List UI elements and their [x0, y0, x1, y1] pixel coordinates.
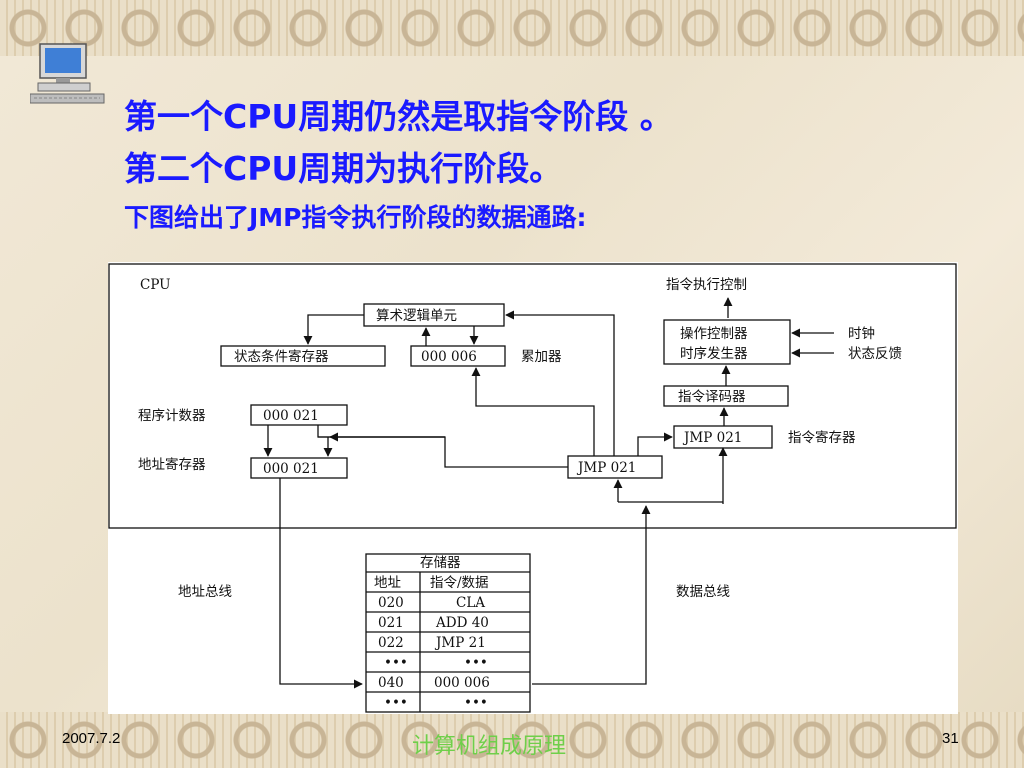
- exec-control-label: 指令执行控制: [666, 277, 747, 293]
- decorative-border-bottom: [0, 712, 1024, 768]
- status-register-label: 状态条件寄存器: [234, 348, 329, 365]
- clock-label: 时钟: [848, 325, 875, 342]
- status-feedback-label: 状态反馈: [848, 346, 902, 362]
- accumulator-label: 累加器: [521, 349, 562, 365]
- memory-cell: 022: [378, 635, 404, 651]
- memory-cell: CLA: [456, 595, 485, 611]
- instruction-register-label: 指令寄存器: [788, 429, 856, 446]
- title-line-3: 下图给出了JMP指令执行阶段的数据通路:: [124, 203, 587, 232]
- ar-label: 地址寄存器: [138, 456, 206, 473]
- address-bus-label: 地址总线: [178, 584, 232, 600]
- cpu-label: CPU: [140, 277, 171, 293]
- memory-cell: •••: [464, 695, 488, 711]
- decoder-label: 指令译码器: [678, 389, 746, 405]
- cpu-frame: [108, 263, 957, 529]
- ar-box: [250, 457, 348, 479]
- data-register-value: JMP 021: [576, 460, 636, 476]
- data-bus-label: 数据总线: [676, 584, 730, 600]
- footer-title: 计算机组成原理: [412, 734, 567, 759]
- memory-cell: ADD 40: [435, 615, 489, 631]
- memory-title: 存储器: [420, 555, 461, 571]
- memory-cell: 000 006: [434, 675, 490, 691]
- memory-cell: •••: [384, 655, 408, 671]
- pc-value: 000 021: [263, 408, 319, 424]
- pc-box: [250, 404, 348, 426]
- title-line-1: 第一个CPU周期仍然是取指令阶段 。: [124, 97, 673, 136]
- memory-cell: •••: [464, 655, 488, 671]
- decorative-border-top: [0, 0, 1024, 56]
- ar-value: 000 021: [263, 461, 319, 477]
- control-unit-box: [663, 319, 791, 365]
- memory-header-address: 地址: [374, 575, 401, 591]
- pc-label: 程序计数器: [138, 408, 206, 424]
- control-unit-line1: 操作控制器: [680, 326, 748, 342]
- instruction-register-value: JMP 021: [682, 430, 742, 446]
- memory-header-data: 指令/数据: [430, 575, 489, 591]
- memory-cell: •••: [384, 695, 408, 711]
- control-unit-line2: 时序发生器: [680, 346, 748, 362]
- memory-cell: JMP 21: [434, 635, 486, 651]
- memory-cell: 021: [378, 615, 404, 631]
- accumulator-box: [410, 345, 506, 367]
- memory-cell: 040: [378, 675, 404, 691]
- footer-date: 2007.7.2: [62, 730, 121, 747]
- memory-table: 存储器 地址 指令/数据 020 CLA 021 ADD 40 022 JMP …: [365, 553, 531, 713]
- datapath-diagram: CPU 指令执行控制 算术逻辑单元 状态条件寄存器 000 006 累加器 操作…: [108, 262, 958, 714]
- accumulator-value: 000 006: [421, 349, 477, 365]
- page-number: 31: [942, 730, 959, 747]
- alu-label: 算术逻辑单元: [376, 308, 457, 324]
- status-register-box: [220, 345, 386, 367]
- memory-cell: 020: [378, 595, 404, 611]
- computer-icon: [30, 43, 105, 104]
- title-line-2: 第二个CPU周期为执行阶段。: [124, 149, 563, 188]
